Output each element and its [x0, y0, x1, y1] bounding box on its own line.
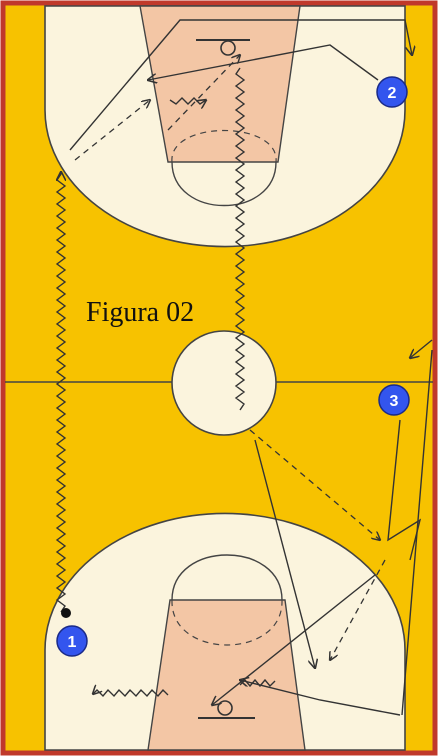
cut-top-1 [74, 100, 150, 161]
player-2-label: 2 [388, 85, 397, 102]
top-free-throw-circle-dashed [171, 130, 277, 163]
player-1: 1 [56, 625, 88, 657]
dribble-path-player-1 [55, 172, 67, 613]
bottom-key [147, 599, 306, 751]
bottom-free-throw-circle-dashed [171, 599, 283, 646]
player-2: 2 [376, 76, 408, 108]
dribble-start-dot [61, 608, 71, 618]
player-3: 3 [378, 384, 410, 416]
pass-top-1 [69, 19, 412, 151]
bottom-basket [217, 700, 233, 716]
top-key [139, 5, 301, 163]
player-3-label: 3 [390, 393, 399, 410]
dribble-bottom-key [239, 678, 276, 688]
center-circle [171, 330, 277, 436]
top-basket [220, 40, 236, 56]
figure-caption: Figura 02 [86, 297, 194, 328]
pass-top-2 [148, 44, 379, 80]
pass-right-side [410, 339, 433, 358]
dribble-top-key [169, 97, 206, 104]
dribble-path-center [234, 67, 246, 411]
player-1-label: 1 [68, 634, 77, 651]
cut-right-down [330, 559, 386, 660]
dribble-bottom [93, 690, 169, 698]
pass-player-3 [387, 419, 422, 561]
bottom-free-throw-circle [171, 554, 283, 601]
top-free-throw-circle [171, 161, 277, 207]
pass-bottom-corner [240, 680, 401, 716]
